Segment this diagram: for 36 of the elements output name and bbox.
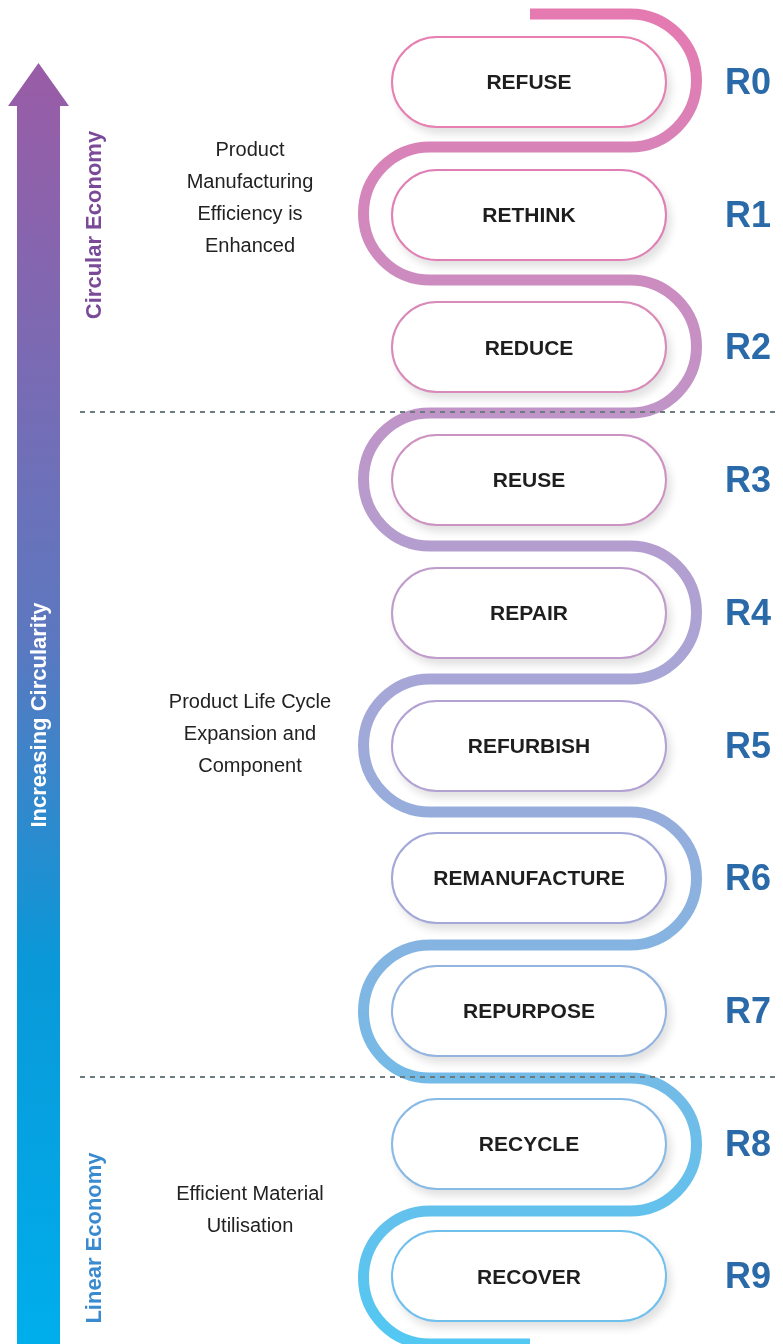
zone-label: Linear Economy [79,1152,107,1324]
step-label: REDUCE [484,334,574,361]
description-text: Product Manufacturing Efficiency is Enhanced [185,137,315,258]
step-code: R9 [724,1258,771,1295]
pill-box [391,964,667,1057]
step-label: REPAIR [490,600,568,627]
step-code: R2 [724,329,771,366]
pill-box [391,1230,667,1323]
step-label: RETHINK [482,201,576,228]
step-code: R1 [724,196,771,233]
pill-box [391,168,667,261]
step-label: REMANUFACTURE [433,865,625,892]
step-code: R7 [724,992,771,1029]
step-label: RECOVER [477,1263,581,1290]
pill-box [391,566,667,659]
step-code: R8 [724,1125,771,1162]
zone-label: Circular Economy [79,130,107,320]
step-code: R3 [724,462,771,499]
pill-box [391,36,667,128]
step-code: R0 [724,64,771,100]
pill-box [391,301,667,394]
step-label: REFUSE [486,69,572,96]
pill-box [391,699,667,792]
step-label: REUSE [492,467,566,494]
step-code: R4 [724,594,771,631]
step-code: R5 [724,727,771,764]
step-code: R6 [724,860,771,897]
step-label: REFURBISH [467,732,591,759]
axis-label: Increasing Circularity [24,602,52,828]
description-text: Efficient Material Utilisation [175,1181,325,1238]
step-label: REPURPOSE [463,998,595,1025]
pill-box [391,434,667,527]
step-label: RECYCLE [478,1130,580,1157]
pill-box [391,1097,667,1190]
pill-box [391,832,667,925]
description-text: Product Life Cycle Expansion and Component [167,689,333,778]
